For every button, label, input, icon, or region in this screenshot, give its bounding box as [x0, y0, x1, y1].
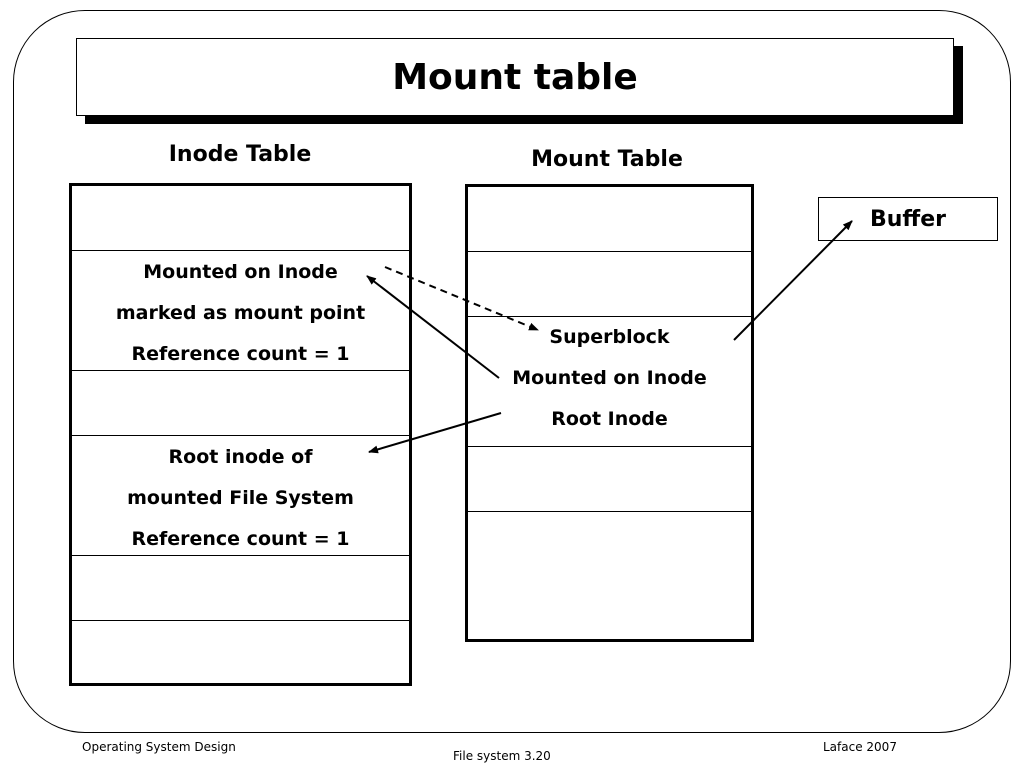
footer-left: Operating System Design [82, 740, 236, 754]
mount-table: Superblock Mounted on Inode Root Inode [465, 184, 754, 642]
inode-table: Mounted on Inode marked as mount point R… [69, 183, 412, 686]
inode-table-heading: Inode Table [168, 142, 312, 167]
arrow-mounted-on-inode [366, 275, 500, 379]
buffer-box: Buffer [818, 197, 998, 241]
mount-entry-mounted-on-inode: Mounted on Inode [512, 367, 707, 389]
mount-row-divider [468, 446, 751, 447]
arrow-superblock-to-buffer [733, 220, 853, 341]
mount-row-divider [468, 316, 751, 317]
inode-row-divider [72, 250, 409, 251]
slide-frame [13, 10, 1011, 733]
inode-mounted-entry-line-3: Reference count = 1 [131, 343, 350, 365]
dashed-arrow-mounted-to-superblock [384, 266, 539, 331]
inode-root-entry-line-3: Reference count = 1 [131, 528, 350, 550]
inode-row-divider [72, 435, 409, 436]
slide-title: Mount table [392, 56, 638, 98]
footer-center: File system 3.20 [453, 749, 551, 763]
title-box: Mount table [76, 38, 954, 116]
mount-row-divider [468, 511, 751, 512]
arrow-root-inode [368, 412, 502, 454]
inode-root-entry-line-2: mounted File System [127, 487, 354, 509]
mount-entry-root-inode: Root Inode [551, 408, 668, 430]
inode-row-divider [72, 620, 409, 621]
inode-row-divider [72, 370, 409, 371]
mount-table-heading: Mount Table [531, 147, 683, 172]
inode-mounted-entry-line-1: Mounted on Inode [143, 261, 338, 283]
mount-row-divider [468, 251, 751, 252]
footer-right: Laface 2007 [823, 740, 897, 754]
buffer-label: Buffer [869, 206, 947, 232]
inode-root-entry-line-1: Root inode of [168, 446, 313, 468]
mount-entry-superblock: Superblock [549, 326, 670, 348]
inode-mounted-entry-line-2: marked as mount point [115, 302, 366, 324]
inode-row-divider [72, 555, 409, 556]
